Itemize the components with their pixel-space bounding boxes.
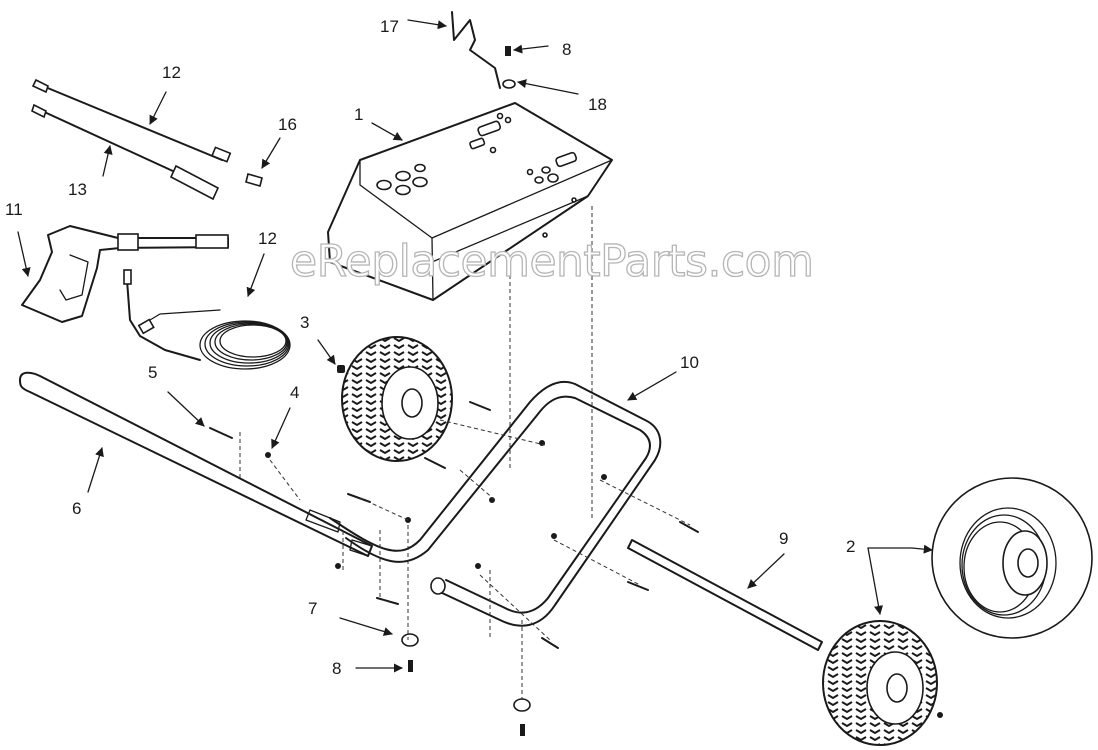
bolt-icon: [679, 521, 699, 533]
callout-1: 1: [354, 105, 363, 124]
bolt-icon: [520, 724, 525, 736]
callout-10: 10: [680, 353, 699, 372]
washer-icon: [513, 698, 531, 712]
assembly-guide-lines: [239, 206, 691, 700]
callout-9: 9: [779, 529, 788, 548]
bolt-icon: [347, 493, 371, 503]
nut-icon: [337, 365, 345, 373]
nut-icon: [265, 452, 271, 458]
bolt-icon: [408, 660, 413, 672]
nut-icon: [475, 563, 481, 569]
tire-icon: [341, 336, 453, 462]
control-panel-housing: [327, 102, 613, 301]
callout-7: 7: [308, 599, 317, 618]
u-frame: [329, 380, 662, 627]
spray-wand-lower: [31, 103, 220, 201]
callout-12-bottom: 13: [68, 180, 87, 199]
handle-grip-17: [451, 11, 501, 89]
nut-icon: [335, 563, 341, 569]
nut-icon: [601, 474, 607, 480]
nut-icon: [937, 712, 943, 718]
fasteners: [209, 365, 943, 736]
callout-labels: 17 8 18 1 12 13 16 11 12 3 5 4 6 10 9 2 …: [5, 17, 855, 678]
bolt-icon: [627, 581, 649, 591]
callout-11: 11: [5, 200, 23, 219]
callout-8-bottom: 8: [332, 659, 341, 678]
callout-5: 5: [148, 363, 157, 382]
callout-6: 6: [72, 499, 81, 518]
callout-16: 16: [278, 115, 297, 134]
hose-coil: [123, 269, 291, 370]
callout-17: 17: [380, 17, 399, 36]
inset-tire-detail: [931, 477, 1093, 639]
callout-12-top: 12: [162, 63, 181, 82]
bolt-icon: [469, 401, 491, 411]
bolt-icon: [541, 637, 559, 649]
watermark: eReplacementParts.com: [290, 236, 813, 287]
tire-icon: [822, 620, 938, 746]
callout-8-top: 8: [562, 40, 571, 59]
bolt-icon: [424, 457, 446, 469]
bolt-icon: [505, 46, 511, 56]
frame-rail: [19, 371, 373, 557]
spray-wand-upper: [31, 78, 232, 163]
washer-icon: [401, 633, 419, 647]
callout-13: 12: [258, 229, 277, 248]
spray-gun: [21, 225, 229, 323]
nozzle-16: [245, 173, 263, 187]
axle-rod: [627, 539, 823, 651]
callout-18: 18: [588, 95, 607, 114]
bolt-icon: [209, 427, 233, 439]
callout-2: 2: [846, 537, 855, 556]
bolt-icon: [376, 597, 399, 605]
callout-3: 3: [300, 313, 309, 332]
nut-icon: [551, 533, 557, 539]
washer-icon: [502, 79, 516, 89]
callout-4: 4: [290, 383, 299, 402]
callout-arrows: [17, 19, 933, 673]
